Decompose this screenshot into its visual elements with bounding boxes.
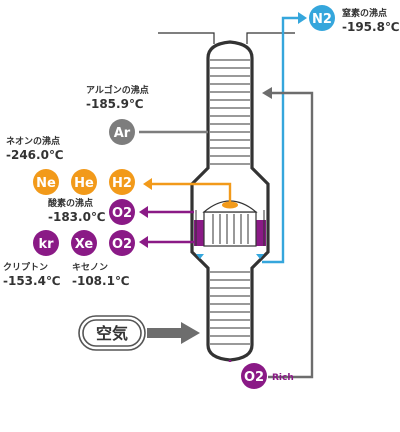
plus-sign: +: [99, 178, 106, 187]
neon-badge-text: Ne: [36, 176, 56, 191]
xenon-badge-text: Xe: [75, 237, 94, 252]
column-top-pipe-right: [246, 32, 295, 44]
oxygen-lower-badge: [109, 230, 135, 256]
oxygen-temp: -183.0℃: [48, 209, 106, 224]
air-arrow-shaft: [147, 328, 183, 338]
xenon-name: キセノン: [72, 263, 109, 273]
liquid-drip-right: [256, 254, 264, 259]
nitrogen-name: 窒素の沸点: [342, 9, 388, 19]
air-label: 空気: [96, 324, 128, 343]
nitrogen-temp: -195.8℃: [342, 19, 400, 34]
nitrogen-label: 窒素の沸点 -195.8℃: [342, 9, 399, 34]
nitrogen-arrowhead: [298, 12, 307, 24]
oxygen-lower-badge-text: O2: [112, 237, 132, 252]
oxygen-label: 酸素の沸点 -183.0℃: [48, 199, 105, 224]
plus-sign: +: [100, 239, 107, 248]
light-gas-arrowhead: [143, 178, 152, 190]
return-arrowhead: [262, 87, 272, 99]
column-trays-upper: [210, 59, 250, 165]
nitrogen-badge: [309, 5, 335, 31]
oxygen-badge-text: O2: [112, 206, 132, 221]
oxygen-name: 酸素の沸点: [48, 199, 94, 209]
neon-name: ネオンの沸点: [6, 137, 61, 147]
krypton-badge-text: kr: [38, 237, 54, 252]
helium-badge: [71, 169, 97, 195]
air-badge-inner: [82, 319, 142, 347]
helium-badge-text: He: [74, 176, 94, 191]
oxygen-badge: [109, 199, 135, 225]
nitrogen-badge-text: N2: [312, 12, 332, 27]
argon-label: アルゴンの沸点 -185.9℃: [86, 86, 149, 111]
light-gas-pipe: [150, 182, 232, 202]
distillation-column: [158, 32, 295, 362]
column-top-pipe-left: [158, 32, 215, 44]
argon-temp: -185.9℃: [86, 96, 144, 111]
return-pipe: [268, 91, 314, 379]
condenser-dome-top: [222, 201, 238, 209]
plus-sign: +: [61, 239, 68, 248]
xenon-temp: -108.1℃: [72, 273, 130, 288]
air-arrowhead: [181, 322, 200, 344]
condenser-unit: [194, 200, 266, 259]
argon-name: アルゴンの沸点: [86, 86, 149, 96]
krypton-badge: [33, 230, 59, 256]
rich-oxygen-suffix: Rich: [272, 373, 294, 383]
krypton-temp: -153.4℃: [3, 273, 61, 288]
xenon-label: キセノン -108.1℃: [72, 263, 129, 288]
hydrogen-badge-text: H2: [112, 176, 132, 191]
rich-oxygen-badge-text: O2: [244, 370, 264, 385]
neon-badge: [33, 169, 59, 195]
krypton-name: クリプトン: [3, 263, 49, 273]
hydrogen-badge: [109, 169, 135, 195]
rich-oxygen-badge: [241, 363, 267, 389]
neon-temp: -246.0℃: [6, 147, 64, 162]
liquid-drip-left: [196, 254, 204, 259]
oxygen-arrowhead: [139, 206, 148, 218]
neon-label: ネオンの沸点 -246.0℃: [6, 137, 63, 162]
nitrogen-pipe: [262, 16, 300, 264]
plus-sign: +: [60, 178, 67, 187]
column-trays-lower: [210, 271, 250, 345]
krypton-label: クリプトン -153.4℃: [3, 263, 60, 288]
argon-badge-text: Ar: [114, 126, 131, 141]
argon-badge: [109, 119, 135, 145]
heavy-gas-arrowhead: [139, 236, 148, 248]
xenon-badge: [71, 230, 97, 256]
